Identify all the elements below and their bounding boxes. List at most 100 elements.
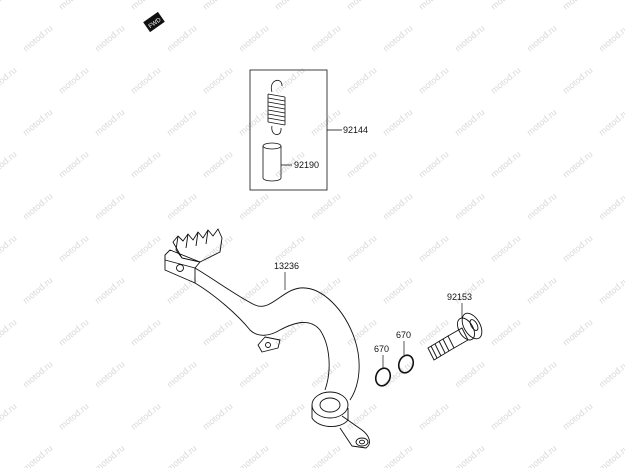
label-13236[interactable]: 13236: [274, 261, 299, 271]
label-670-outer[interactable]: 670: [396, 330, 411, 340]
watermark-text: motod.ru: [453, 191, 487, 221]
watermark-text: motod.ru: [561, 233, 595, 263]
watermark-text: motod.ru: [165, 107, 199, 137]
watermark-text: motod.ru: [597, 443, 625, 468]
watermark-text: motod.ru: [237, 191, 271, 221]
watermark-text: motod.ru: [93, 23, 127, 53]
watermark-text: motod.ru: [57, 233, 91, 263]
watermark-text: motod.ru: [417, 401, 451, 431]
watermark-text: motod.ru: [309, 191, 343, 221]
fwd-badge: FWD: [143, 11, 165, 33]
watermark-text: motod.ru: [201, 401, 235, 431]
watermark-text: motod.ru: [309, 107, 343, 137]
watermark-text: motod.ru: [525, 23, 559, 53]
watermark-text: motod.ru: [489, 65, 523, 95]
watermark-text: motod.ru: [489, 0, 523, 12]
watermark-text: motod.ru: [129, 317, 163, 347]
watermark-text: motod.ru: [0, 401, 19, 431]
spring-icon: [267, 79, 286, 135]
watermark-text: motod.ru: [381, 191, 415, 221]
watermark-text: motod.ru: [165, 23, 199, 53]
watermark-text: motod.ru: [201, 0, 235, 12]
watermark-text: motod.ru: [345, 317, 379, 347]
watermark-text: motod.ru: [129, 233, 163, 263]
watermark-text: motod.ru: [0, 65, 19, 95]
watermark-text: motod.ru: [489, 317, 523, 347]
watermark-text: motod.ru: [345, 0, 379, 12]
watermark-text: motod.ru: [417, 149, 451, 179]
watermark-text: motod.ru: [381, 443, 415, 468]
watermark-text: motod.ru: [129, 401, 163, 431]
watermark-text: motod.ru: [201, 317, 235, 347]
watermark-text: motod.ru: [21, 275, 55, 305]
watermark-text: motod.ru: [129, 0, 163, 12]
watermark-text: motod.ru: [57, 401, 91, 431]
watermark-text: motod.ru: [489, 149, 523, 179]
oring-inner-icon[interactable]: [373, 366, 392, 388]
watermark-text: motod.ru: [525, 275, 559, 305]
watermark-text: motod.ru: [273, 0, 307, 12]
watermark-text: motod.ru: [453, 107, 487, 137]
watermark-text: motod.ru: [345, 401, 379, 431]
watermark-text: motod.ru: [309, 23, 343, 53]
spring-kit-group[interactable]: [249, 69, 342, 191]
watermark-text: motod.ru: [237, 275, 271, 305]
oring-outer-icon[interactable]: [396, 353, 415, 375]
watermark-text: motod.ru: [597, 359, 625, 389]
watermark-text: motod.ru: [165, 359, 199, 389]
watermark-text: motod.ru: [237, 107, 271, 137]
label-92144[interactable]: 92144: [343, 125, 368, 135]
watermark-text: motod.ru: [165, 275, 199, 305]
watermark-text: motod.ru: [381, 23, 415, 53]
watermark-text: motod.ru: [597, 107, 625, 137]
watermark-text: motod.ru: [273, 317, 307, 347]
watermark-text: motod.ru: [0, 149, 19, 179]
watermark-text: motod.ru: [57, 65, 91, 95]
watermark-text: motod.ru: [21, 23, 55, 53]
watermark-text: motod.ru: [21, 191, 55, 221]
watermark-text: motod.ru: [309, 443, 343, 468]
watermark-text: motod.ru: [489, 401, 523, 431]
label-92153[interactable]: 92153: [447, 292, 472, 302]
watermark-text: motod.ru: [0, 0, 19, 12]
watermark-text: motod.ru: [21, 443, 55, 468]
watermark-text: motod.ru: [309, 359, 343, 389]
watermark-text: motod.ru: [93, 191, 127, 221]
watermark-text: motod.ru: [525, 443, 559, 468]
watermark-text: motod.ru: [57, 149, 91, 179]
watermark-text: motod.ru: [129, 149, 163, 179]
watermark-text: motod.ru: [93, 443, 127, 468]
watermark-text: motod.ru: [489, 233, 523, 263]
watermark-text: motod.ru: [21, 107, 55, 137]
label-92190[interactable]: 92190: [294, 160, 319, 170]
watermark-text: motod.ru: [129, 65, 163, 95]
watermark-text: motod.ru: [417, 0, 451, 12]
watermark-text: motod.ru: [561, 149, 595, 179]
watermark-text: motod.ru: [201, 149, 235, 179]
label-670-inner[interactable]: 670: [374, 344, 389, 354]
watermark-text: motod.ru: [453, 443, 487, 468]
watermark-text: motod.ru: [381, 107, 415, 137]
watermark-text: motod.ru: [525, 359, 559, 389]
watermark-text: motod.ru: [0, 317, 19, 347]
watermark-text: motod.ru: [345, 149, 379, 179]
brake-pedal-icon[interactable]: [164, 228, 370, 449]
watermark-text: motod.ru: [345, 65, 379, 95]
watermark-text: motod.ru: [201, 65, 235, 95]
watermark-text: motod.ru: [273, 233, 307, 263]
watermark-text: motod.ru: [165, 191, 199, 221]
watermark-text: motod.ru: [93, 275, 127, 305]
watermark-text: motod.ru: [525, 107, 559, 137]
watermark-text: motod.ru: [57, 317, 91, 347]
sleeve-icon: [262, 142, 282, 182]
watermark-text: motod.ru: [417, 65, 451, 95]
watermark-text: motod.ru: [561, 65, 595, 95]
pivot-bolt-icon[interactable]: [427, 310, 486, 361]
watermark-text: motod.ru: [561, 0, 595, 12]
watermark-text: motod.ru: [561, 317, 595, 347]
watermark-text: motod.ru: [57, 0, 91, 12]
watermark-text: motod.ru: [273, 401, 307, 431]
watermark-text: motod.ru: [597, 191, 625, 221]
